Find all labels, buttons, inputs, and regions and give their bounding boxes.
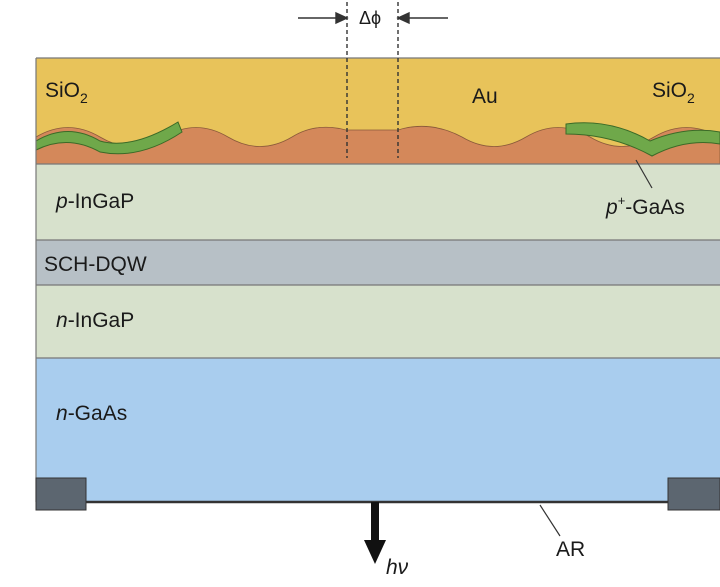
n-gaas-label: n-GaAs [56, 402, 127, 425]
sio2-right-film [565, 122, 720, 157]
n-ingap-layer [36, 285, 720, 358]
right-contact [667, 477, 720, 511]
sch-dqw-layer [36, 240, 720, 285]
p-gaas-leader [635, 159, 653, 189]
sio2-right-label: SiO2 [652, 79, 695, 106]
emission-label: hν [386, 556, 409, 579]
n-ingap-label: n-InGaP [56, 309, 134, 332]
p-ingap-layer [36, 164, 720, 240]
left-contact [35, 477, 87, 511]
ar-label: AR [556, 538, 585, 561]
layer-dividers [35, 57, 720, 502]
sio2-left-film [35, 121, 183, 155]
au-label: Au [472, 85, 498, 108]
p-ingap-label: p-InGaP [55, 190, 134, 213]
emission-arrow [364, 502, 386, 564]
phase-shift-label: Δϕ [359, 8, 381, 28]
p-gaas-label: p+-GaAs [605, 193, 685, 219]
sch-dqw-label: SCH-DQW [44, 253, 147, 276]
phase-shift-marker [298, 2, 448, 158]
sio2-left-label: SiO2 [45, 79, 88, 106]
n-gaas-layer [36, 358, 720, 502]
ar-leader [539, 504, 561, 537]
